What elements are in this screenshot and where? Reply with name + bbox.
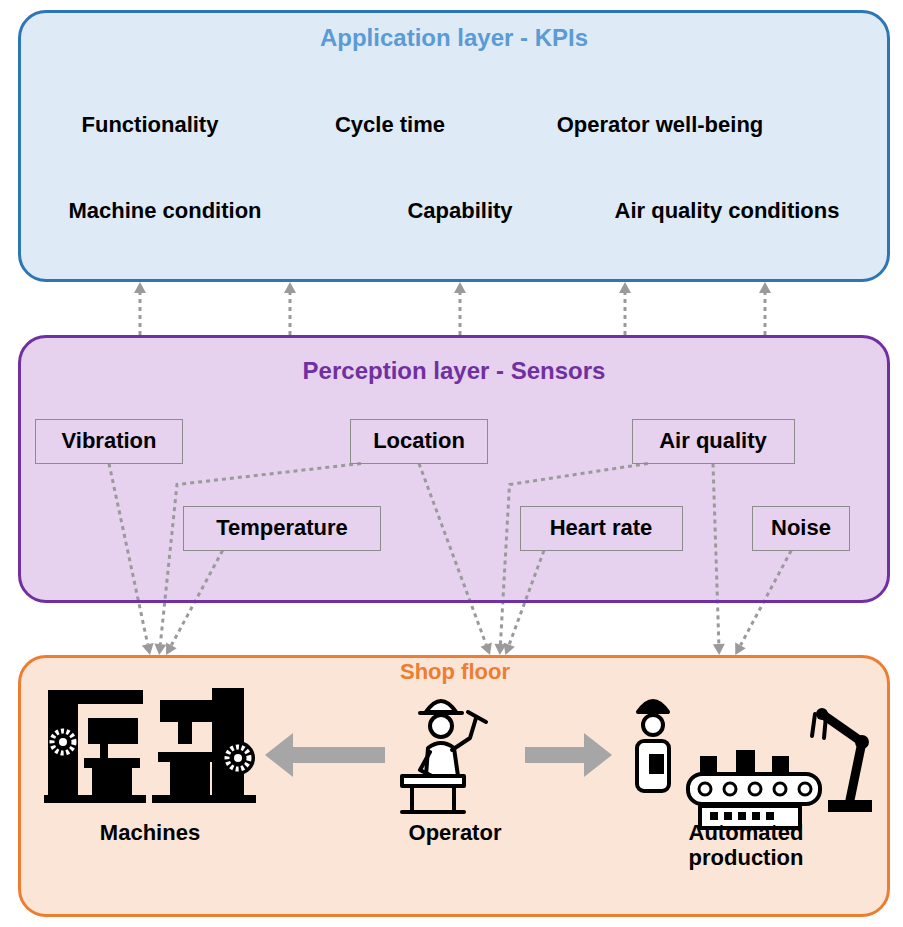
- connector-line: [171, 551, 222, 646]
- connector-line: [509, 551, 544, 645]
- connector-line: [419, 464, 486, 645]
- automated-production-node: Automated production: [612, 684, 880, 884]
- arrow-head: [735, 642, 746, 655]
- operator-icon: [402, 701, 486, 812]
- arrow-head: [713, 644, 725, 655]
- block-arrow: [525, 733, 612, 777]
- icon-caption: Operator: [387, 820, 523, 845]
- connector-line: [459, 293, 462, 335]
- layer-title: Perception layer - Sensors: [303, 357, 606, 386]
- layer-title: Shop floor: [400, 659, 510, 685]
- sensor-box: Vibration: [35, 419, 183, 464]
- sensor-label: Temperature: [216, 515, 348, 541]
- arrow-head: [265, 733, 293, 777]
- arrow-head: [759, 282, 771, 293]
- sensor-label: Air quality: [659, 428, 767, 454]
- sensor-box: Location: [350, 419, 488, 464]
- connector-line: [160, 464, 361, 645]
- dotted-arrow: [494, 464, 647, 656]
- sensor-label: Heart rate: [550, 515, 653, 541]
- operator-node: Operator: [385, 684, 525, 854]
- sensor-box: Noise: [752, 506, 850, 551]
- connector-line: [293, 747, 385, 763]
- perception-layer-band: Perception layer - SensorsVibration Locat…: [18, 335, 890, 603]
- connector-line: [764, 293, 767, 335]
- machines-icon: [44, 688, 256, 803]
- dotted-arrow: [284, 282, 296, 335]
- sensor-label: Vibration: [62, 428, 157, 454]
- connector-line: [740, 551, 791, 646]
- kpi-label: Functionality: [82, 112, 219, 138]
- icon-caption: Machines: [50, 820, 250, 845]
- dotted-arrow: [454, 282, 466, 335]
- connector-line: [624, 293, 627, 335]
- arrow-head: [494, 644, 506, 655]
- band-fill: [20, 657, 889, 916]
- dotted-arrow: [154, 464, 361, 656]
- dotted-arrow: [419, 464, 492, 656]
- sensor-box: Air quality: [632, 419, 795, 464]
- arrow-head: [619, 282, 631, 293]
- arrow-head: [154, 643, 166, 655]
- arrow-head: [142, 643, 154, 655]
- kpi-label: Operator well-being: [557, 112, 764, 138]
- arrow-head: [166, 642, 177, 655]
- kpi-label: Machine condition: [68, 198, 261, 224]
- block-arrow: [265, 733, 385, 777]
- connector-line: [289, 293, 292, 335]
- sensor-label: Location: [373, 428, 465, 454]
- connector-line: [139, 293, 142, 335]
- dotted-arrow: [619, 282, 631, 335]
- dotted-arrow: [713, 464, 725, 656]
- arrow-head: [584, 733, 612, 777]
- connector-line: [109, 464, 148, 645]
- arrow-head: [454, 282, 466, 293]
- dotted-arrow: [109, 464, 154, 656]
- dotted-arrow: [759, 282, 771, 335]
- kpi-label: Air quality conditions: [615, 198, 840, 224]
- arrow-head: [134, 282, 146, 293]
- dotted-arrow: [134, 282, 146, 335]
- icon-caption: Automated production: [666, 820, 826, 871]
- kpi-label: Cycle time: [335, 112, 445, 138]
- automated-production-icon: [637, 701, 872, 828]
- band-fill: [20, 12, 889, 281]
- kpi-label: Capability: [407, 198, 512, 224]
- sensor-box: Temperature: [183, 506, 381, 551]
- arrow-head: [481, 643, 492, 655]
- arrow-head: [284, 282, 296, 293]
- machines-node: Machines: [35, 684, 265, 854]
- sensor-label: Noise: [771, 515, 831, 541]
- application-layer-band: Application layer - KPIsFunctionality Cyc…: [18, 10, 890, 282]
- sensor-box: Heart rate: [520, 506, 683, 551]
- shop-floor-band: Shop floorMachines Operator Automated prod…: [18, 655, 890, 917]
- connector-line: [713, 464, 719, 645]
- layer-title: Application layer - KPIs: [320, 24, 588, 53]
- connector-line: [525, 747, 584, 763]
- connector-line: [500, 464, 647, 645]
